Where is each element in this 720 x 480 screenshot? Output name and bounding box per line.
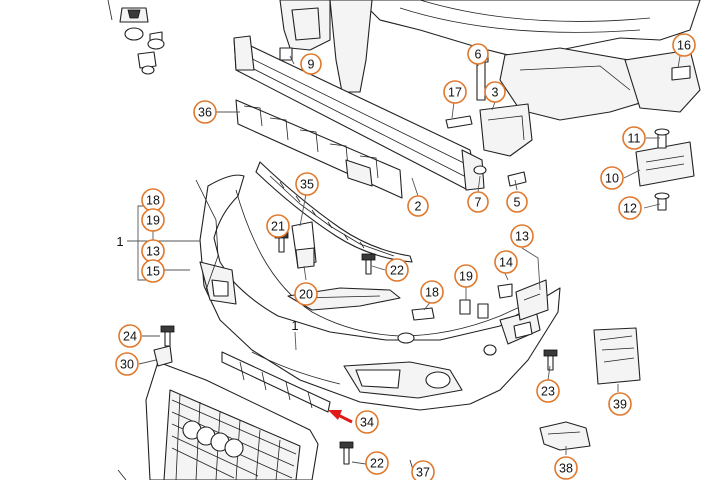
callout-35: 35 [295,172,319,196]
svg-text:38: 38 [559,462,573,476]
cable-clip [539,421,591,451]
callout-34: 34 [355,410,379,434]
clip-parts-top-left [107,0,165,75]
callout-13-right: 13 [510,224,534,248]
front-grille [145,345,319,480]
callout-22-top: 22 [385,258,409,282]
lock-carrier-frame [279,0,701,121]
callout-21: 21 [266,214,290,238]
svg-text:1: 1 [116,234,123,249]
callout-14: 14 [494,250,518,274]
svg-text:16: 16 [677,39,691,53]
callout-17: 17 [443,80,467,104]
svg-text:23: 23 [541,385,555,399]
callout-2: 2 [407,195,429,217]
callout-12: 12 [618,196,642,220]
energy-absorber [235,99,403,199]
svg-text:19: 19 [146,214,160,228]
callout-7: 7 [467,191,489,213]
svg-text:18: 18 [146,194,160,208]
svg-text:30: 30 [120,358,134,372]
svg-text:36: 36 [198,106,212,120]
callout-16: 16 [672,33,696,57]
svg-text:37: 37 [416,466,430,480]
label-1-center: 1 [291,318,298,333]
side-guide-bracket [497,279,549,321]
callout-15: 15 [141,259,165,283]
svg-text:34: 34 [360,416,374,430]
svg-text:5: 5 [514,196,521,210]
bumper-reinforcement [233,35,485,191]
svg-text:19: 19 [459,270,473,284]
callout-38: 38 [554,456,578,480]
svg-text:13: 13 [146,245,160,259]
svg-text:21: 21 [271,220,285,234]
grille-insert-left [195,179,317,291]
callout-18-right: 18 [420,280,444,304]
callout-3: 3 [484,81,506,103]
svg-text:18: 18 [425,286,439,300]
callout-9: 9 [300,53,322,75]
mounting-bracket-center [445,55,533,187]
upper-grille-strip [255,161,413,263]
svg-text:1: 1 [291,318,298,333]
svg-text:3: 3 [492,86,499,100]
svg-text:12: 12 [623,202,637,216]
svg-text:13: 13 [515,230,529,244]
callout-19: 19 [141,208,165,232]
side-bracket-right [635,65,695,211]
parts-bag [593,327,641,385]
callout-22-bottom: 22 [365,451,389,475]
svg-text:15: 15 [146,265,160,279]
callout-11: 11 [622,126,646,150]
callout-20: 20 [294,282,318,306]
callout-37: 37 [411,460,435,480]
callout-19-right: 19 [454,264,478,288]
label-1-left: 1 [116,234,123,249]
lower-spoiler-strip [221,351,331,413]
svg-text:11: 11 [628,132,641,146]
svg-text:17: 17 [448,86,462,100]
callout-6: 6 [467,43,489,65]
callout-24: 24 [118,324,142,348]
svg-text:14: 14 [499,256,513,270]
callout-13-left: 13 [141,239,165,263]
svg-text:2: 2 [415,200,422,214]
callout-10: 10 [600,166,624,190]
callout-36: 36 [193,100,217,124]
callout-23: 23 [536,379,560,403]
callout-18: 18 [141,188,165,212]
callout-39: 39 [608,392,632,416]
red-pointer-arrow [328,410,353,424]
svg-text:7: 7 [475,196,482,210]
svg-text:35: 35 [300,178,314,192]
callout-30: 30 [115,352,139,376]
svg-text:10: 10 [605,172,619,186]
svg-text:22: 22 [370,457,384,471]
svg-text:24: 24 [123,330,137,344]
svg-text:6: 6 [475,48,482,62]
callout-5: 5 [506,191,528,213]
svg-text:9: 9 [308,58,315,72]
svg-text:20: 20 [299,288,313,302]
svg-text:39: 39 [613,398,627,412]
svg-text:22: 22 [390,264,404,278]
